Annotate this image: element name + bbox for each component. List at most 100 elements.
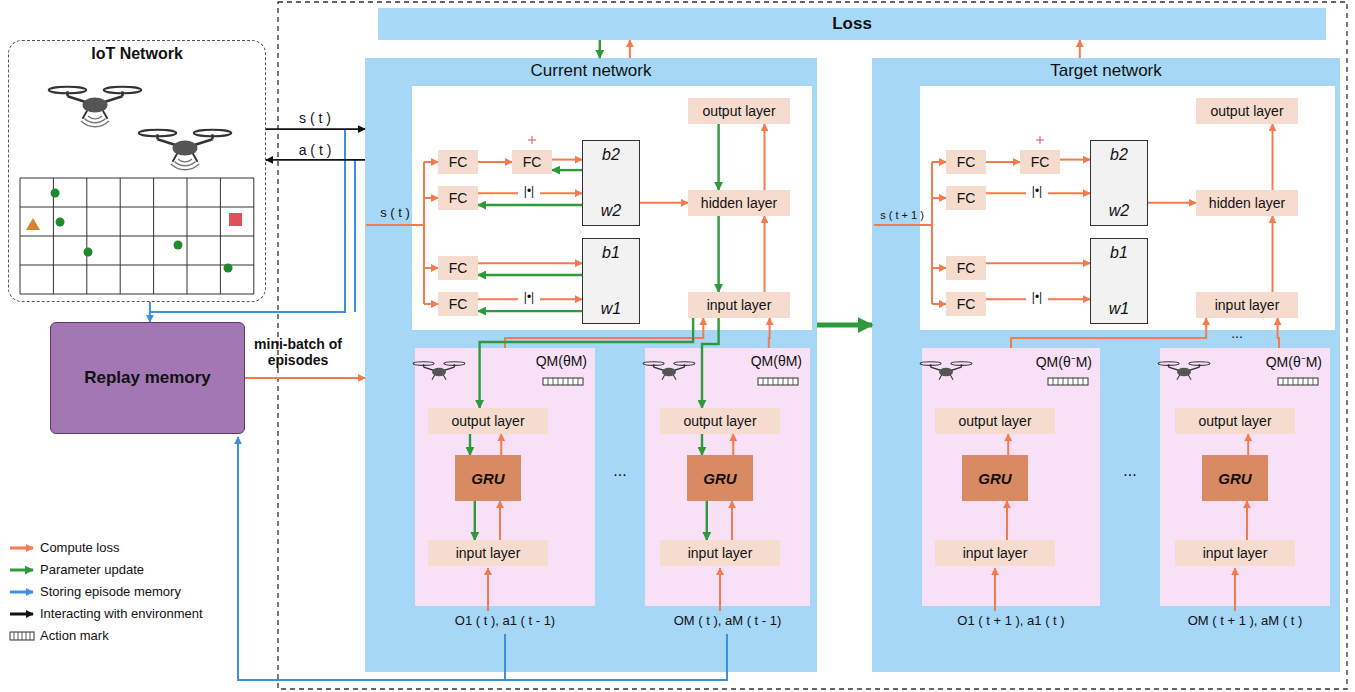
loss-bar: Loss <box>378 8 1326 40</box>
layer-box: input layer <box>660 540 780 566</box>
grid-line <box>20 265 254 266</box>
action-mark <box>543 378 583 385</box>
box-label: hidden layer <box>1209 195 1285 211</box>
box-label: FC <box>449 260 468 276</box>
abs-symbol: |•| <box>518 185 540 199</box>
legend-action-mark-tick <box>26 632 27 640</box>
weight-box: b2w2 <box>1090 140 1148 226</box>
drone-body <box>432 368 446 376</box>
legend-action-mark-tick <box>22 632 23 640</box>
drone-leg <box>443 375 446 380</box>
legend-text: Interacting with environment <box>40 606 203 621</box>
agent-network: QM(θM)output layerGRUinput layer <box>415 348 595 606</box>
box-label: w1 <box>1109 300 1129 318</box>
wire-line <box>10 547 33 550</box>
agent-input-label: OM ( t ), aM ( t - 1) <box>645 614 810 629</box>
wire-line <box>424 267 438 269</box>
connector-arrow <box>732 434 734 455</box>
fc-box: FC <box>438 292 478 316</box>
connector-arrow <box>706 501 708 540</box>
abs-symbol: |•| <box>518 291 540 305</box>
drone-leg <box>662 375 665 380</box>
connector-arrow <box>986 161 1020 163</box>
q-value-label: QM(θM) <box>751 353 802 369</box>
grid-line <box>220 178 221 294</box>
sensor-dot <box>51 189 60 198</box>
connector-arrow <box>731 501 733 540</box>
action-mark-tick <box>1053 378 1054 385</box>
layer-box: hidden layer <box>1196 190 1298 216</box>
start-triangle <box>26 218 40 230</box>
action-mark <box>758 378 798 385</box>
action-mark-tick <box>1303 378 1304 385</box>
box-label: FC <box>957 296 976 312</box>
connector-arrow <box>1247 434 1249 455</box>
box-label: FC <box>523 154 542 170</box>
connector-arrow <box>702 318 719 408</box>
agent-panel <box>1160 348 1330 606</box>
layer-box: input layer <box>1196 292 1298 318</box>
wire-line <box>505 634 727 680</box>
drone-rotor <box>1158 362 1179 366</box>
network-panel: Current networkFCFCFCFCFCb2w2b1w1output … <box>365 58 817 672</box>
drone-body <box>1177 368 1191 376</box>
grid-line <box>20 178 21 294</box>
grid-line <box>20 178 254 179</box>
action-mark-tick <box>558 378 559 385</box>
action-mark-tick <box>1078 378 1079 385</box>
target-square <box>229 213 242 226</box>
drone-body <box>83 98 108 113</box>
action-mark-tick <box>578 378 579 385</box>
box-label: w1 <box>601 300 621 318</box>
action-mark-tick <box>1083 378 1084 385</box>
fc-box: FC <box>946 186 986 210</box>
box-label: b2 <box>602 146 620 164</box>
connector-arrow <box>266 159 365 161</box>
gru-box: GRU <box>687 455 753 501</box>
box-label: input layer <box>456 545 521 561</box>
fc-box: FC <box>512 150 552 174</box>
connector-arrow <box>764 124 766 190</box>
q-value-label: QM(θ⁻M) <box>1036 352 1092 371</box>
action-mark-tick <box>1298 378 1299 385</box>
legend-text: Action mark <box>40 628 109 643</box>
box-label: b1 <box>602 244 620 262</box>
box-label: FC <box>957 154 976 170</box>
drone-leg <box>1177 375 1180 380</box>
wire-line <box>423 162 425 304</box>
drone-rotor <box>951 362 972 366</box>
wire-line <box>932 161 946 163</box>
connector-arrow <box>717 216 719 292</box>
box-label: output layer <box>683 413 756 429</box>
wire-line <box>931 162 933 304</box>
agent-network: QM(θ⁻M)output layerGRUinput layer <box>1160 348 1330 606</box>
connector-arrow <box>1278 318 1279 348</box>
connector-arrow <box>149 302 151 322</box>
label-text: s ( t + 1 ) <box>874 209 930 222</box>
wire-line <box>10 569 33 572</box>
connector-arrow <box>469 434 471 455</box>
action-mark-tick <box>783 378 784 385</box>
layer-box: hidden layer <box>688 190 790 216</box>
drone-leg <box>432 375 435 380</box>
connector-arrow <box>478 204 582 206</box>
signal-arc <box>175 162 196 166</box>
action-mark-tick <box>778 378 779 385</box>
memory-box: Replay memory <box>50 322 245 434</box>
box-label: FC <box>449 154 468 170</box>
panel-heading: Target network <box>1050 61 1162 81</box>
fc-box: FC <box>1020 150 1060 174</box>
agent-network: QM(θM) output layerGRU input layer <box>645 348 810 606</box>
connector-arrow <box>1060 159 1090 161</box>
legend-text: Compute loss <box>40 540 119 555</box>
box-label: output layer <box>1210 103 1283 119</box>
connector-arrow <box>629 40 631 58</box>
layer-box: output layer <box>428 408 548 434</box>
box-label: Loss <box>832 14 872 34</box>
action-mark-tick <box>788 378 789 385</box>
agent-panel <box>645 348 810 606</box>
connector-arrow <box>986 262 1090 264</box>
cross-mark <box>528 136 536 144</box>
q-value-label: QM(θ⁻M) <box>1266 352 1322 371</box>
